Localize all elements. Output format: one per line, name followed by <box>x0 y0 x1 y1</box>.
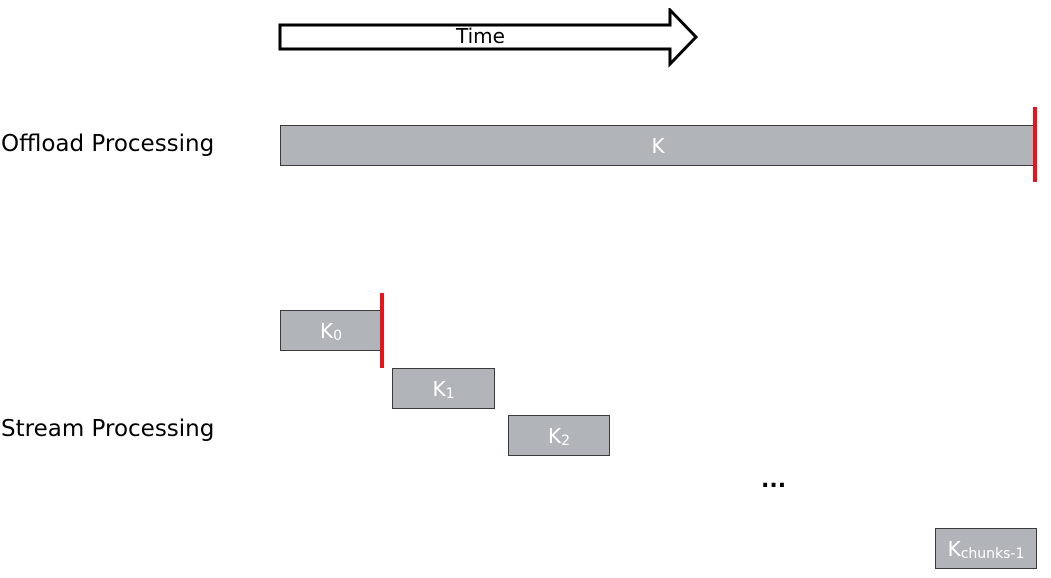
offload-kernel-box: K <box>280 125 1036 166</box>
time-axis-label: Time <box>456 24 505 48</box>
kernel-label-base: K <box>319 318 334 343</box>
offload-kernel-label: K <box>651 133 665 158</box>
kernel-label-subscript: 1 <box>445 385 455 402</box>
continuation-ellipsis: ... <box>761 468 787 493</box>
kernel-label-subscript: 2 <box>561 432 571 449</box>
stream-sync-marker <box>380 293 384 368</box>
offload-processing-label: Offload Processing <box>1 131 215 157</box>
kernel-label-subscript: chunks-1 <box>960 545 1025 562</box>
kernel-label-base: K <box>547 423 562 448</box>
offload-sync-marker <box>1033 107 1037 182</box>
kernel-label-base: K <box>947 536 961 561</box>
time-arrow-icon <box>278 8 699 68</box>
kernel-label-base: K <box>432 376 446 401</box>
stream-processing-label: Stream Processing <box>1 416 215 442</box>
kernel-label-subscript: 0 <box>333 327 343 344</box>
